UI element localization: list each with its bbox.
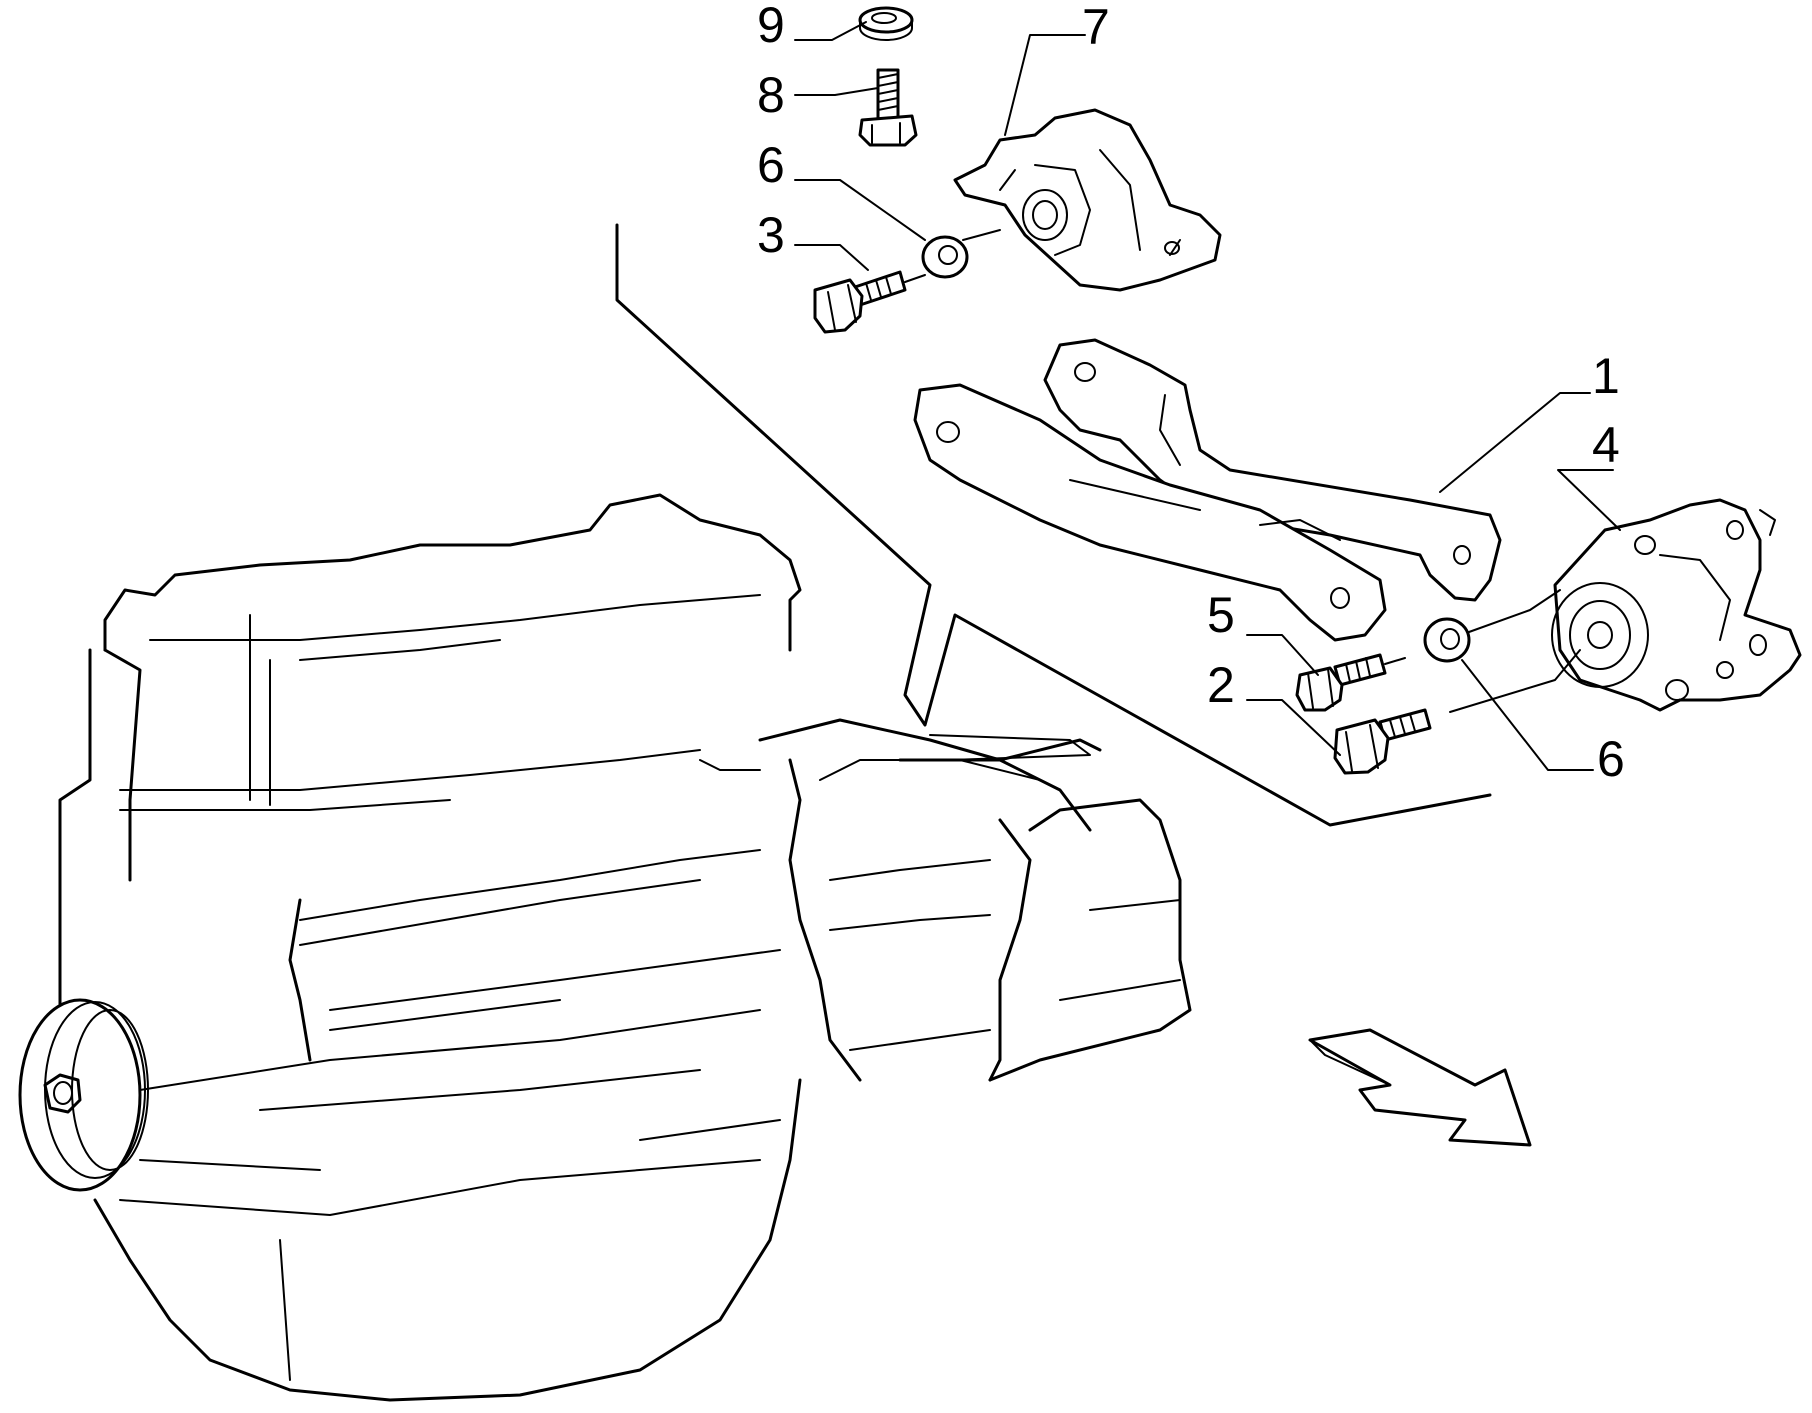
callout-8: 8	[757, 67, 785, 123]
engine-block	[58, 493, 1192, 1402]
callout-6-lower: 6	[1597, 731, 1625, 787]
part-4-engine-mount	[1551, 498, 1802, 712]
part-2-bolt	[1333, 649, 1581, 775]
crank-pulley	[18, 998, 149, 1192]
callout-9: 9	[757, 0, 785, 53]
part-8-bolt	[858, 68, 918, 147]
assembly-boundary-line	[615, 223, 1492, 827]
callout-7: 7	[1082, 0, 1110, 55]
callout-3: 3	[757, 207, 785, 263]
part-5-bolt	[1295, 653, 1406, 712]
part-6-washer-lower	[1423, 589, 1561, 663]
part-9-washer	[858, 6, 914, 41]
direction-arrow-icon	[1308, 1028, 1532, 1147]
callout-5: 5	[1207, 587, 1235, 643]
callout-6-upper: 6	[757, 137, 785, 193]
part-3-bolt	[813, 270, 926, 334]
callout-1: 1	[1592, 348, 1620, 404]
callout-2: 2	[1207, 657, 1235, 713]
callout-labels: 9 8 7 6 3 1 4 5 2 6	[757, 0, 1625, 787]
leader-lines	[794, 21, 1621, 771]
callout-4: 4	[1592, 417, 1620, 473]
part-1-bracket	[913, 338, 1502, 642]
part-6-washer-upper	[921, 229, 1001, 279]
part-7-engine-mount	[953, 108, 1222, 292]
